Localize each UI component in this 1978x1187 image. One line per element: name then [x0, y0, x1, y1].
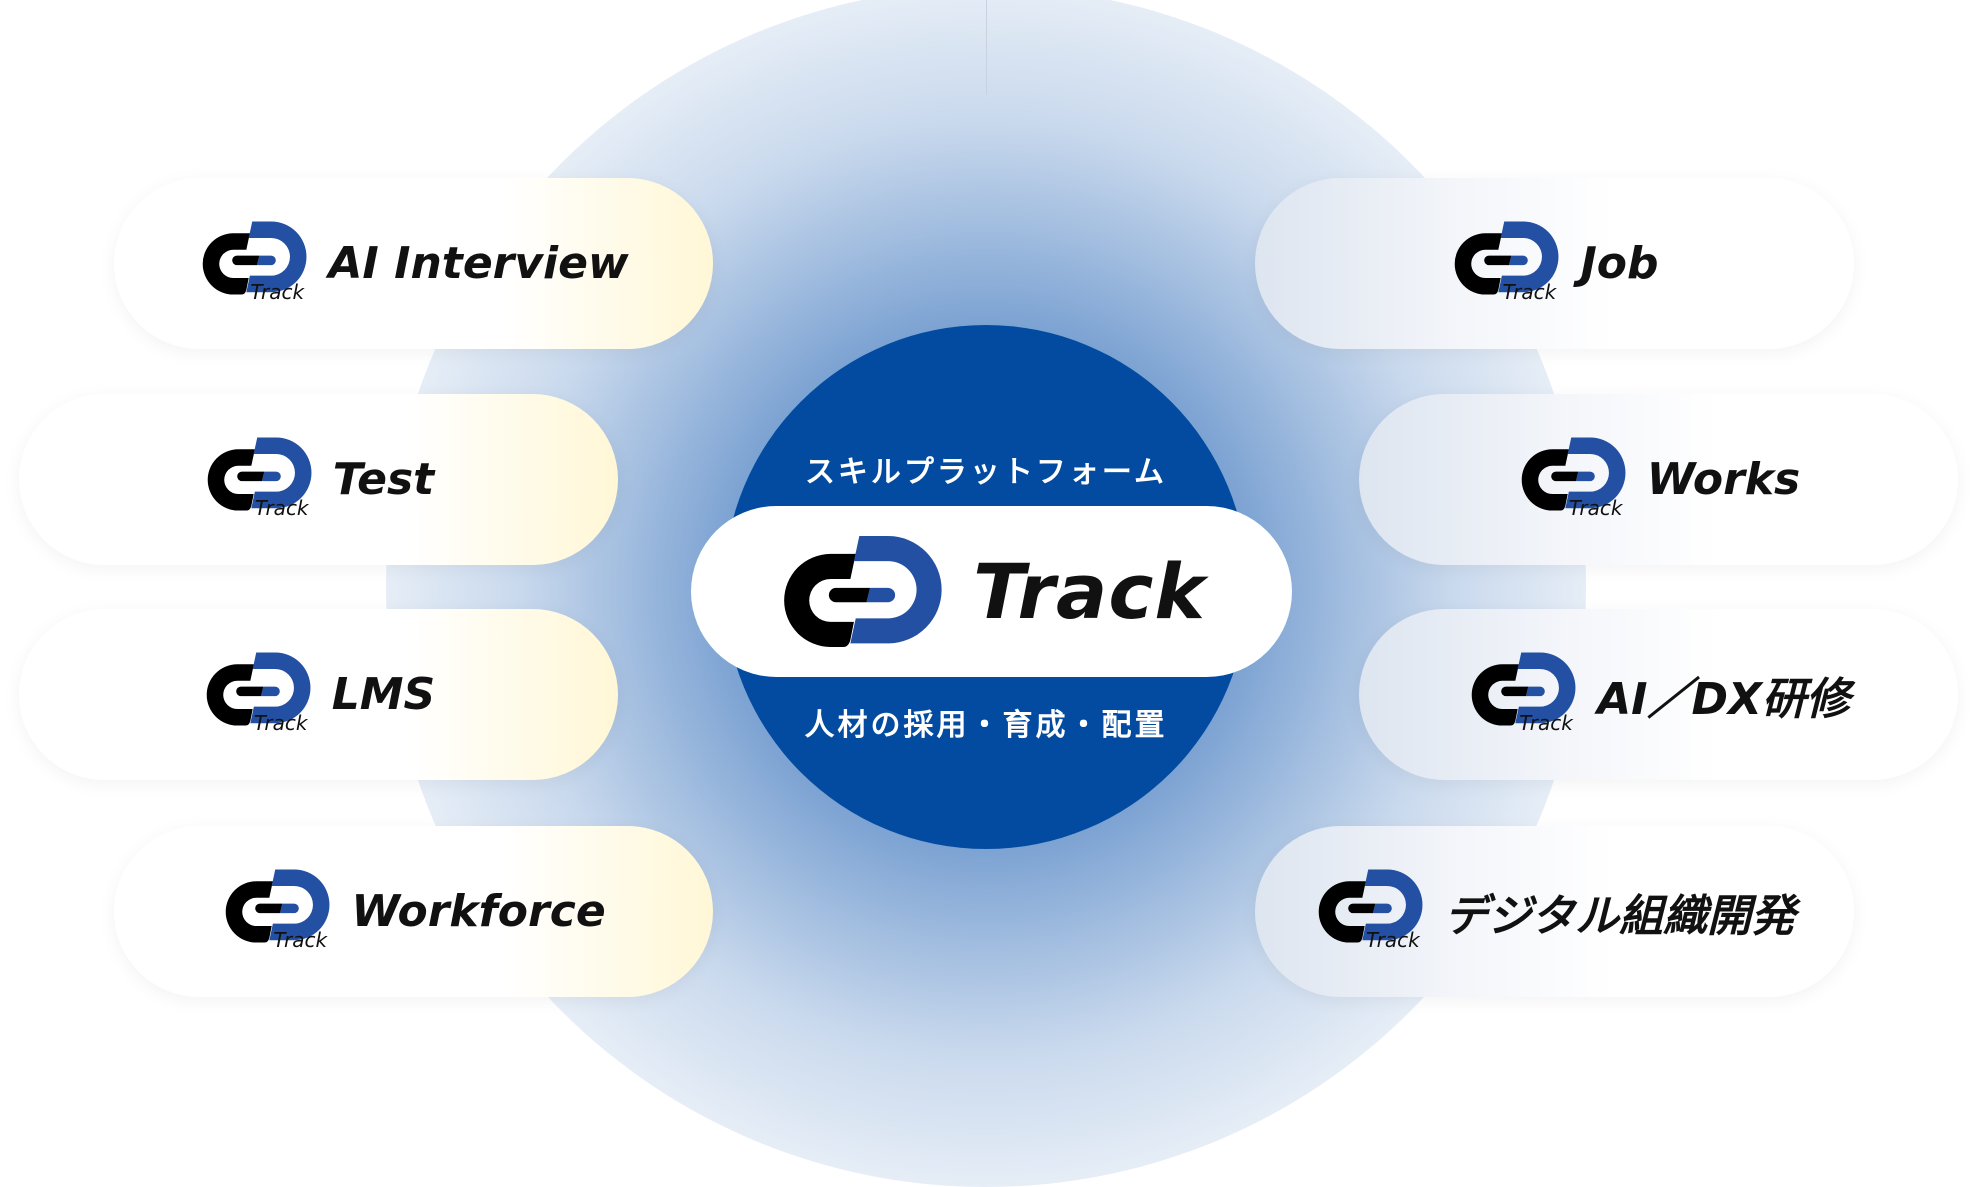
module-works[interactable]: Track Works	[1359, 394, 1958, 565]
center-tagline-bottom: 人材の採用・育成・配置	[804, 708, 1168, 743]
module-lms[interactable]: Track LMS	[19, 609, 618, 780]
module-ai-dx-training[interactable]: Track AI／DX研修	[1359, 609, 1958, 780]
module-label: Workforce	[351, 886, 606, 937]
module-workforce[interactable]: Track Workforce	[114, 826, 713, 997]
module-job[interactable]: Track Job	[1255, 178, 1854, 349]
logo-sub-text: Track	[1519, 710, 1573, 735]
track-logo: Track	[1467, 649, 1579, 741]
module-ai-interview[interactable]: Track AI Interview	[114, 178, 713, 349]
logo-sub-text: Track	[1568, 495, 1623, 520]
logo-sub-text: Track	[254, 495, 309, 520]
module-label: Job	[1580, 238, 1659, 289]
track-logo: Track	[1517, 434, 1629, 526]
track-logo: Track	[1450, 218, 1562, 310]
module-label: LMS	[331, 669, 436, 720]
track-logo: Track	[198, 218, 310, 310]
logo-sub-text: Track	[1502, 279, 1557, 304]
logo-sub-text: Track	[1365, 927, 1420, 952]
module-label: AI Interview	[328, 238, 629, 289]
track-logo: Track	[221, 866, 333, 958]
track-logo: Track	[202, 649, 314, 741]
module-test[interactable]: Track Test	[19, 394, 618, 565]
logo-sub-text: Track	[253, 710, 308, 735]
track-logo-icon	[784, 536, 942, 647]
logo-sub-text: Track	[250, 279, 305, 304]
connector-line	[986, 0, 987, 95]
track-logo: Track	[203, 434, 315, 526]
center-product-pill: Track	[691, 506, 1292, 677]
center-product-name: Track	[973, 547, 1206, 636]
module-label: Test	[332, 454, 435, 505]
center-tagline-top: スキルプラットフォーム	[804, 455, 1168, 490]
module-digital-org-dev[interactable]: Track デジタル組織開発	[1255, 826, 1854, 997]
module-label: デジタル組織開発	[1443, 890, 1796, 942]
module-label: AI／DX研修	[1597, 673, 1850, 725]
logo-sub-text: Track	[273, 927, 328, 952]
track-logo: Track	[1314, 866, 1426, 958]
module-label: Works	[1646, 454, 1801, 505]
